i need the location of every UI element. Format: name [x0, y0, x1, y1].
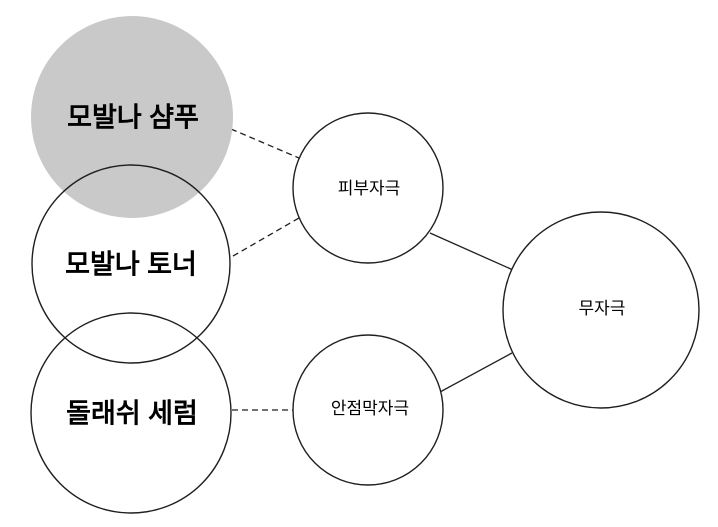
edge-toner-to-skin-irritation: [232, 217, 300, 257]
node-serum-label: 돌래쉬 세럼: [66, 399, 198, 429]
edge-skin-irritation-to-no-irritation: [429, 232, 514, 271]
node-labels: 모발나 샴푸 모발나 토너 돌래쉬 세럼 피부자극 안점막자극 무자극: [65, 103, 625, 429]
node-skin-irritation-circle: [292, 112, 444, 264]
node-shampoo-circle: [31, 16, 233, 218]
node-eye-mucosa-irritation-label: 안점막자극: [331, 399, 409, 418]
node-no-irritation-label: 무자극: [579, 299, 626, 318]
edges: [230, 128, 514, 411]
nodes: [30, 16, 700, 514]
node-toner-label: 모발나 토너: [65, 250, 197, 280]
node-skin-irritation-label: 피부자극: [338, 179, 401, 198]
edge-shampoo-to-skin-irritation: [230, 128, 300, 159]
node-eye-mucosa-irritation-circle: [292, 334, 444, 486]
node-toner-circle: [31, 164, 231, 364]
node-shampoo-label: 모발나 샴푸: [67, 103, 199, 133]
node-serum-circle: [30, 312, 232, 514]
edge-eye-mucosa-irritation-to-no-irritation: [439, 352, 513, 393]
node-no-irritation-circle: [502, 211, 700, 409]
